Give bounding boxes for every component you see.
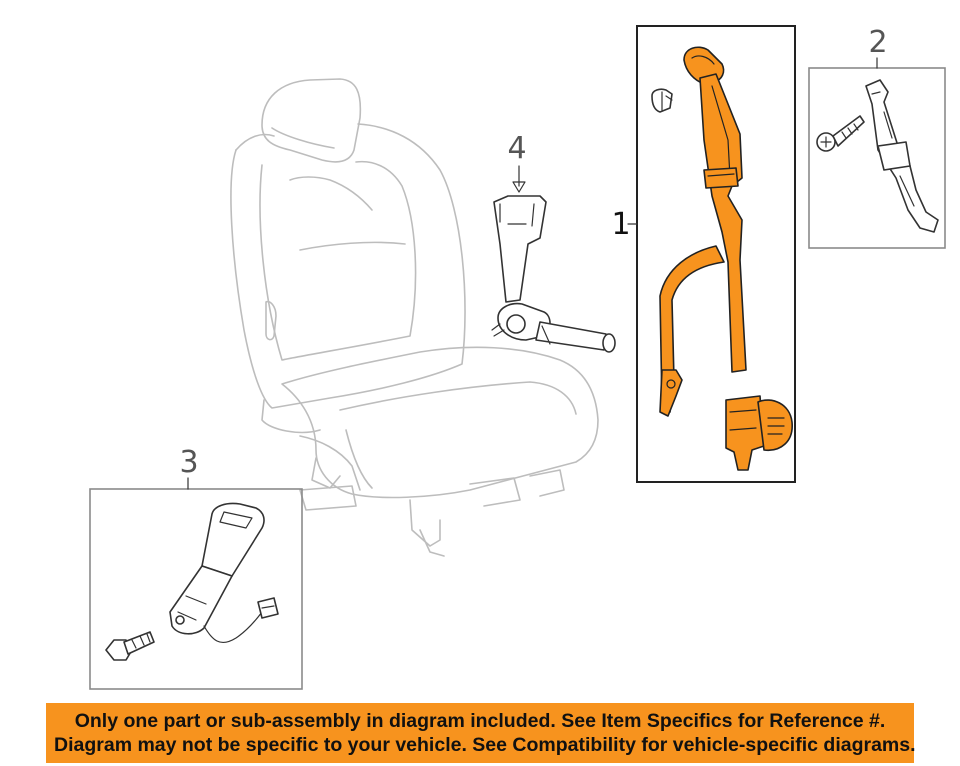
part-3-frame	[89, 488, 303, 690]
parts-diagram: 4 1	[89, 25, 946, 690]
disclaimer-banner: Only one part or sub-assembly in diagram…	[46, 703, 916, 763]
callout-2-number: 2	[868, 25, 887, 60]
part-4-anchor-assembly: 4	[491, 131, 616, 353]
callout-1-number: 1	[611, 207, 630, 242]
seat-illustration	[230, 78, 599, 557]
disclaimer-line-2: Diagram may not be specific to your vehi…	[54, 734, 916, 756]
part-1-frame	[636, 25, 796, 483]
callout-4-arrow-icon	[512, 181, 526, 193]
part-3-buckle-assembly: 3	[89, 445, 303, 690]
disclaimer-line-1: Only one part or sub-assembly in diagram…	[74, 710, 886, 732]
part-2-height-adjuster: 2	[808, 25, 946, 249]
callout-4-number: 4	[507, 131, 526, 166]
callout-3-number: 3	[179, 445, 198, 480]
part-1-seat-belt-assembly: 1	[611, 25, 796, 483]
